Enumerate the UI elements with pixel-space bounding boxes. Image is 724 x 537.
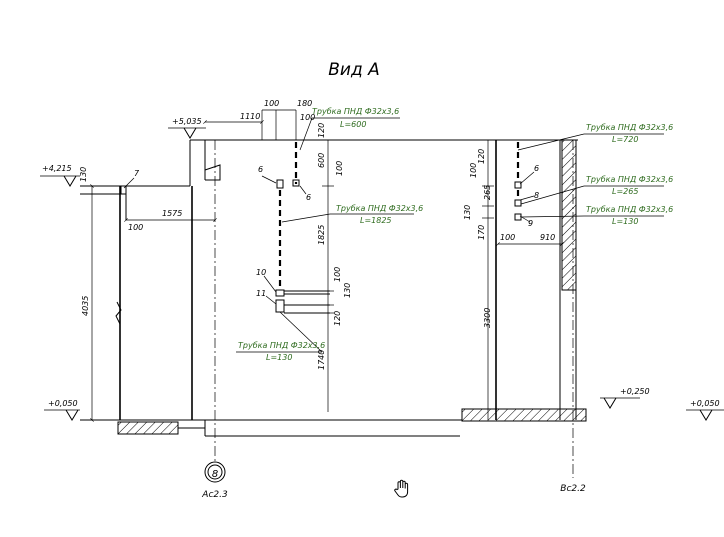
right-floor-slab (461, 408, 587, 422)
axis-sheet-left: Ас2.3 (201, 490, 228, 500)
svg-text:8: 8 (534, 191, 539, 200)
svg-text:+0,250: +0,250 (620, 387, 650, 396)
svg-text:170: 170 (477, 225, 486, 240)
svg-text:Трубка ПНД Ф32х3,6: Трубка ПНД Ф32х3,6 (586, 175, 673, 184)
svg-text:120: 120 (477, 149, 486, 164)
svg-text:L=600: L=600 (340, 120, 366, 129)
elevation-right-bottom: +0,250 (600, 387, 650, 409)
svg-text:L=1825: L=1825 (360, 216, 392, 225)
svg-text:L=720: L=720 (612, 135, 638, 144)
svg-text:10: 10 (256, 268, 266, 277)
svg-text:L=130: L=130 (266, 353, 292, 362)
right-wall-column (561, 139, 577, 291)
right-structure (495, 140, 577, 420)
left-structure (80, 139, 578, 437)
svg-text:Трубка ПНД Ф32х3,6: Трубка ПНД Ф32х3,6 (238, 341, 325, 350)
svg-text:130: 130 (463, 205, 472, 220)
svg-text:+4,215: +4,215 (42, 164, 72, 173)
svg-text:910: 910 (540, 233, 555, 242)
pipes (278, 142, 520, 288)
svg-text:+5,035: +5,035 (172, 117, 202, 126)
fittings (120, 179, 522, 314)
svg-text:100: 100 (469, 163, 478, 178)
svg-text:+0,050: +0,050 (690, 399, 720, 408)
svg-text:+0,050: +0,050 (48, 399, 78, 408)
hand-pan-icon[interactable] (393, 479, 411, 499)
svg-text:6: 6 (258, 165, 263, 174)
svg-text:600: 600 (317, 153, 326, 168)
svg-text:100: 100 (333, 267, 342, 282)
pipe-label-3: Трубка ПНД Ф32х3,6 L=130 (238, 341, 325, 362)
svg-text:L=130: L=130 (612, 217, 638, 226)
svg-text:265: 265 (483, 185, 492, 200)
elevation-left-upper: +4,215 (40, 164, 80, 187)
svg-text:180: 180 (297, 99, 312, 108)
svg-text:100: 100 (335, 161, 344, 176)
svg-text:100: 100 (300, 113, 315, 122)
svg-text:4035: 4035 (81, 296, 90, 316)
svg-text:120: 120 (317, 123, 326, 138)
svg-text:6: 6 (306, 193, 311, 202)
svg-text:Трубка ПНД Ф32х3,6: Трубка ПНД Ф32х3,6 (586, 205, 673, 214)
elevation-far-right: +0,050 (686, 399, 724, 421)
axis-sheet-right: Вс2.2 (560, 484, 586, 494)
elevation-top-left: +5,035 (168, 117, 206, 139)
leader-lines (123, 117, 664, 353)
left-floor-slab (117, 421, 179, 435)
svg-text:6: 6 (534, 164, 539, 173)
svg-text:1575: 1575 (162, 209, 182, 218)
pipe-label-1: Трубка ПНД Ф32х3,6 L=600 (312, 107, 399, 129)
svg-text:Трубка ПНД Ф32х3,6: Трубка ПНД Ф32х3,6 (336, 204, 423, 213)
svg-text:3300: 3300 (483, 308, 492, 328)
svg-text:Трубка ПНД Ф32х3,6: Трубка ПНД Ф32х3,6 (586, 123, 673, 132)
svg-text:11: 11 (256, 289, 266, 298)
svg-text:130: 130 (79, 167, 88, 182)
svg-text:130: 130 (343, 283, 352, 298)
pipe-label-4: Трубка ПНД Ф32х3,6 L=720 (586, 123, 673, 144)
pipe-label-5: Трубка ПНД Ф32х3,6 L=265 (586, 175, 673, 196)
svg-text:7: 7 (134, 169, 140, 178)
position-markers: 7 6 6 6 10 11 8 9 (134, 164, 539, 298)
svg-text:100: 100 (128, 223, 143, 232)
dimension-texts: 1110 100 180 100 130 1575 100 4035 120 6… (79, 99, 555, 370)
svg-text:L=265: L=265 (612, 187, 638, 196)
svg-text:9: 9 (528, 219, 533, 228)
svg-text:Трубка ПНД Ф32х3,6: Трубка ПНД Ф32х3,6 (312, 107, 399, 116)
axis-label-left: 8 (212, 469, 218, 480)
svg-text:1110: 1110 (240, 112, 260, 121)
pipe-label-6: Трубка ПНД Ф32х3,6 L=130 (586, 205, 673, 226)
svg-text:100: 100 (500, 233, 515, 242)
svg-text:1740: 1740 (317, 350, 326, 370)
svg-text:120: 120 (333, 311, 342, 326)
elevation-left-bottom: +0,050 (44, 399, 80, 421)
svg-text:1825: 1825 (317, 225, 326, 245)
dimension-chains (90, 109, 564, 422)
svg-text:100: 100 (264, 99, 279, 108)
axis-bubble-left (204, 461, 226, 483)
view-title: Вид А (328, 60, 380, 80)
pipe-label-2: Трубка ПНД Ф32х3,6 L=1825 (336, 204, 423, 225)
